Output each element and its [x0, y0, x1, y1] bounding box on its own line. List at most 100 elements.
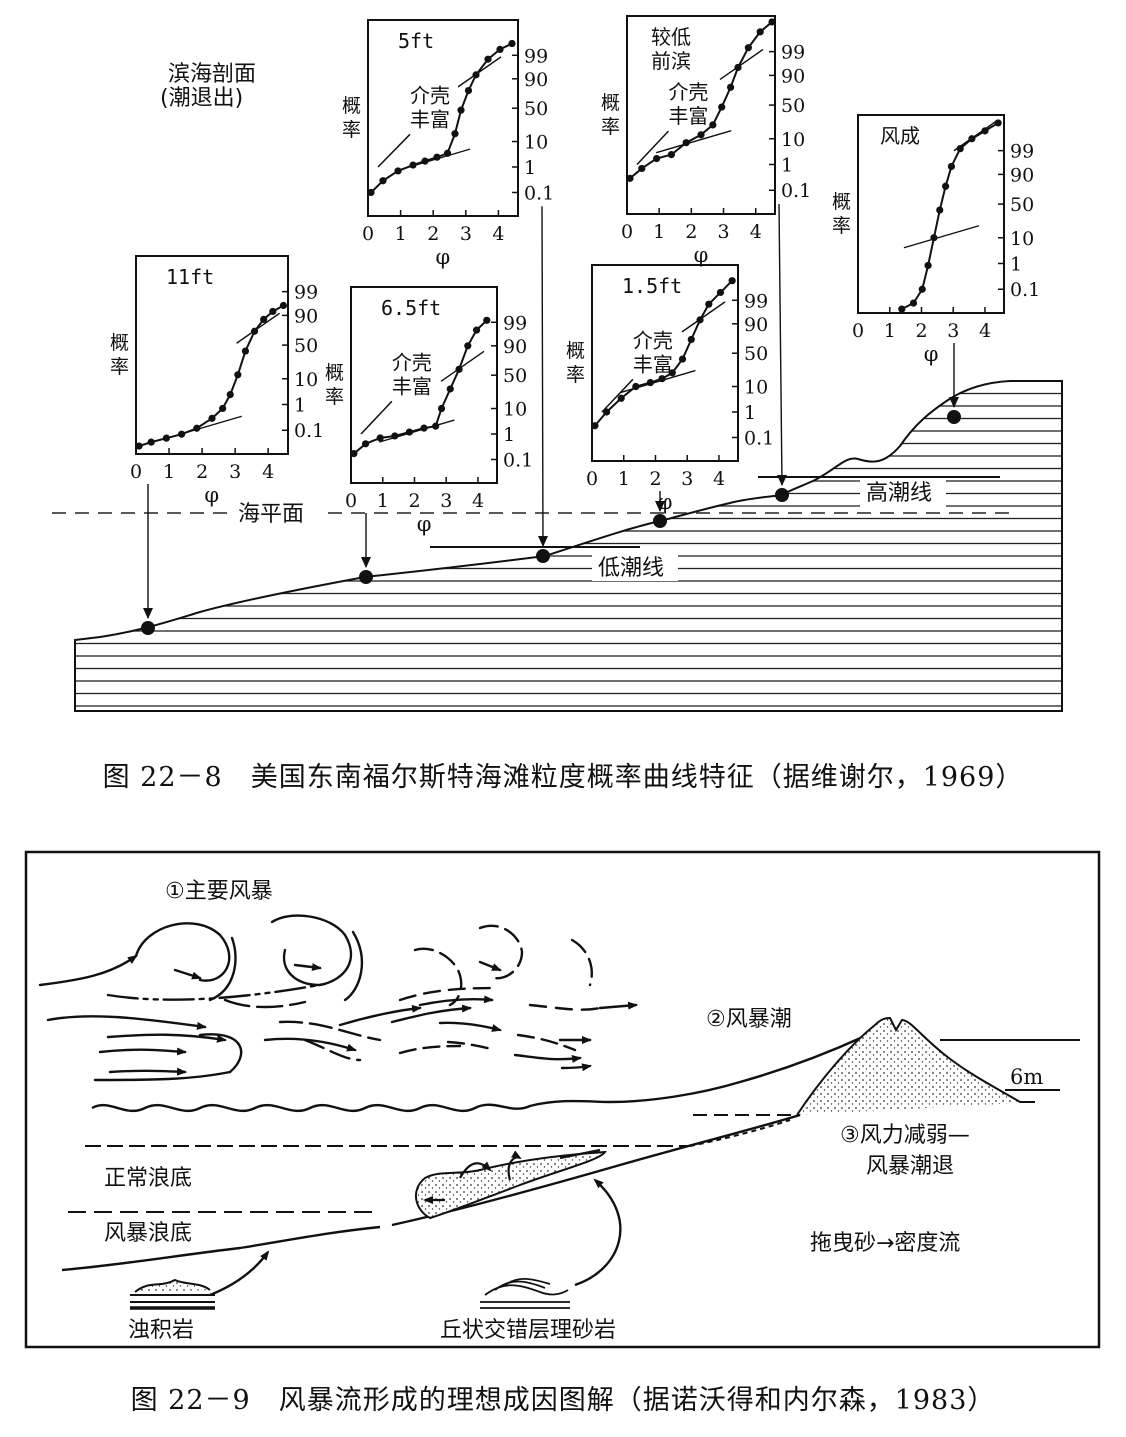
y-tick-label: 99	[294, 282, 318, 304]
sample-point	[536, 549, 550, 563]
data-point	[269, 307, 277, 316]
y-tick-label: 10	[524, 132, 548, 154]
x-tick-label: 1	[653, 221, 665, 243]
data-point	[653, 154, 661, 163]
panel-label: 11ft	[166, 265, 214, 289]
x-tick-label: 3	[718, 221, 730, 243]
data-point	[918, 285, 926, 293]
arrow-hummocky	[574, 1178, 622, 1287]
panel-label: 5ft	[398, 29, 434, 53]
y-tick-label: 99	[744, 290, 768, 312]
data-point	[162, 434, 170, 442]
y-tick-label: 0.1	[524, 182, 554, 204]
figure-22-9-storm-flow-diagram: ①主要风暴 ②风暴潮 ③风力减弱— 风暴潮退 6m 正常浪底 风暴浪底 拖曳砂→…	[24, 850, 1101, 1349]
data-point	[744, 44, 752, 52]
shell-note: 介壳	[633, 328, 673, 352]
y-tick-label: 1	[1010, 254, 1022, 276]
hummocky-symbol	[480, 1277, 570, 1309]
data-point	[446, 385, 454, 393]
y-tick-label: 10	[1010, 228, 1034, 250]
segment-line	[953, 120, 998, 152]
y-axis-label: 概	[325, 362, 344, 384]
data-point	[667, 151, 676, 159]
panel-label: 风成	[880, 124, 920, 148]
data-point	[936, 206, 944, 214]
shell-arrow	[377, 133, 411, 168]
data-point	[591, 422, 599, 430]
shell-note: 丰富	[392, 374, 432, 398]
data-point	[135, 442, 143, 450]
data-point	[924, 261, 932, 270]
x-tick-label: 2	[685, 221, 697, 243]
x-axis-label: φ	[658, 490, 673, 514]
segment-line	[440, 350, 485, 382]
data-point	[379, 177, 387, 185]
data-point	[241, 347, 250, 355]
segment-line	[620, 369, 696, 394]
y-tick-label: 0.1	[781, 180, 811, 202]
y-tick-label: 10	[781, 129, 805, 151]
data-point	[716, 288, 725, 297]
x-tick-label: 4	[472, 490, 484, 512]
data-point	[697, 131, 705, 139]
data-point	[472, 326, 481, 334]
y-tick-label: 0.1	[1010, 279, 1040, 301]
y-tick-label: 0.1	[294, 420, 324, 442]
x-tick-label: 3	[681, 468, 693, 490]
y-axis-label: 率	[325, 386, 344, 408]
leader-arrowhead	[777, 475, 787, 486]
label-storm-wave-base: 风暴浪底	[104, 1221, 192, 1246]
shell-note: 丰富	[633, 352, 673, 376]
x-axis-label: φ	[204, 483, 219, 507]
data-point	[457, 106, 465, 114]
y-axis-label: 概	[601, 92, 620, 114]
panel-frame	[591, 264, 739, 462]
segment-line	[903, 225, 980, 249]
seafloor	[61, 1225, 381, 1272]
x-tick-label: 4	[979, 320, 991, 342]
data-point	[279, 301, 288, 310]
sea-level-label: 海平面	[238, 502, 304, 527]
label-main-storm: ①主要风暴	[165, 879, 273, 904]
panel-label: 6.5ft	[381, 296, 441, 320]
sample-point	[359, 570, 373, 584]
x-tick-label: 0	[586, 468, 598, 490]
data-point	[362, 440, 370, 448]
y-tick-label: 1	[744, 402, 756, 424]
sample-point	[947, 410, 961, 424]
y-tick-label: 90	[294, 305, 318, 327]
data-point	[376, 434, 384, 442]
y-tick-label: 90	[744, 314, 768, 336]
leader-arrowhead	[949, 397, 959, 408]
beach-ground	[74, 380, 1063, 712]
data-point	[727, 83, 735, 91]
data-point	[909, 299, 918, 307]
data-point	[898, 305, 906, 313]
data-point	[208, 414, 216, 422]
data-point	[687, 335, 695, 344]
y-axis-label: 率	[566, 364, 585, 386]
data-point	[705, 300, 713, 308]
y-tick-label: 50	[744, 343, 768, 365]
high-tide-label: 高潮线	[866, 481, 932, 506]
leader-arrowhead	[143, 608, 153, 619]
sample-point	[653, 514, 667, 528]
x-tick-label: 1	[618, 468, 630, 490]
x-tick-label: 1	[884, 320, 896, 342]
segment-line	[394, 148, 471, 172]
y-tick-label: 1	[503, 424, 515, 446]
data-point	[219, 404, 227, 413]
y-tick-label: 50	[781, 95, 805, 117]
shell-arrow	[360, 400, 393, 435]
data-point	[678, 355, 687, 363]
y-tick-label: 1	[524, 157, 536, 179]
y-tick-label: 99	[1010, 141, 1034, 163]
y-tick-label: 0.1	[744, 427, 774, 449]
data-point	[638, 164, 646, 173]
profile-title-line2: (潮退出)	[160, 86, 243, 111]
y-axis-label: 率	[110, 356, 129, 378]
low-tide-label: 低潮线	[598, 556, 664, 581]
